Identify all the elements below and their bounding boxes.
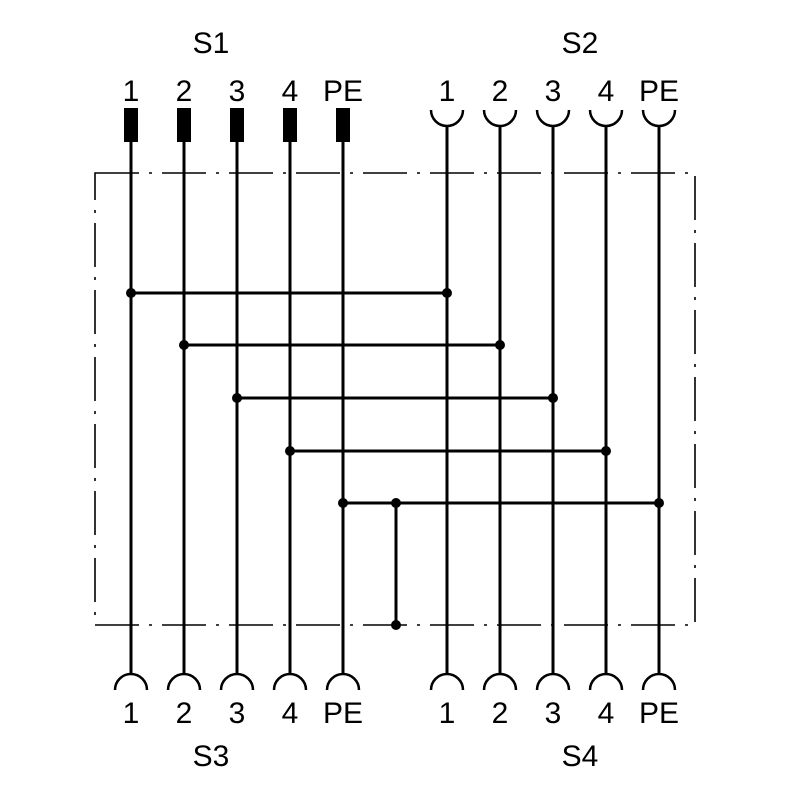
s4-socket-pin-3 [535, 672, 571, 691]
connector-label-s1: S1 [193, 27, 230, 60]
s4-socket-pin-pe [641, 672, 677, 691]
s3-pin-label-4: 4 [282, 697, 299, 730]
s1-plug-pin-4 [283, 108, 297, 142]
connector-label-s4: S4 [562, 740, 599, 773]
s4-socket-pin-2 [482, 672, 518, 691]
connector-label-s3: S3 [193, 740, 230, 773]
s3-pin-label-3: 3 [229, 697, 246, 730]
s2-socket-pin-3 [535, 109, 571, 128]
s3-pin-label-pe: PE [323, 697, 363, 730]
s2-socket-pin-pe [641, 109, 677, 128]
s1-pin-label-1: 1 [123, 75, 140, 108]
s3-pin-label-2: 2 [176, 697, 193, 730]
s2-pin-label-pe: PE [639, 75, 679, 108]
junction-dot [654, 498, 664, 508]
junction-dot [601, 446, 611, 456]
s3-pin-label-1: 1 [123, 697, 140, 730]
junction-dot [285, 446, 295, 456]
s1-pin-label-pe: PE [323, 75, 363, 108]
s2-pin-label-4: 4 [598, 75, 615, 108]
junction-dot [232, 393, 242, 403]
s4-pin-label-4: 4 [598, 697, 615, 730]
junction-dot [442, 288, 452, 298]
s1-pin-label-2: 2 [176, 75, 193, 108]
junction-dot [179, 340, 189, 350]
s3-socket-pin-2 [166, 672, 202, 691]
s3-socket-pin-pe [325, 672, 361, 691]
s1-plug-pin-3 [230, 108, 244, 142]
s1-plug-pin-2 [177, 108, 191, 142]
s2-pin-label-2: 2 [492, 75, 509, 108]
s1-plug-pin-pe [336, 108, 350, 142]
s4-pin-label-3: 3 [545, 697, 562, 730]
housing-ground-dot [391, 620, 401, 630]
s2-socket-pin-4 [588, 109, 624, 128]
s2-pin-label-1: 1 [439, 75, 456, 108]
s4-socket-pin-1 [429, 672, 465, 691]
s2-socket-pin-2 [482, 109, 518, 128]
junction-dot [338, 498, 348, 508]
s1-pin-label-4: 4 [282, 75, 299, 108]
s4-pin-label-2: 2 [492, 697, 509, 730]
s3-socket-pin-4 [272, 672, 308, 691]
connector-label-s2: S2 [562, 27, 599, 60]
s1-pin-label-3: 3 [229, 75, 246, 108]
junction-dot [126, 288, 136, 298]
s4-socket-pin-4 [588, 672, 624, 691]
s4-pin-label-pe: PE [639, 697, 679, 730]
s2-pin-label-3: 3 [545, 75, 562, 108]
junction-dot [495, 340, 505, 350]
s4-pin-label-1: 1 [439, 697, 456, 730]
s2-socket-pin-1 [429, 109, 465, 128]
junction-dot [391, 498, 401, 508]
junction-dot [548, 393, 558, 403]
s1-plug-pin-1 [124, 108, 138, 142]
s3-socket-pin-3 [219, 672, 255, 691]
s3-socket-pin-1 [113, 672, 149, 691]
